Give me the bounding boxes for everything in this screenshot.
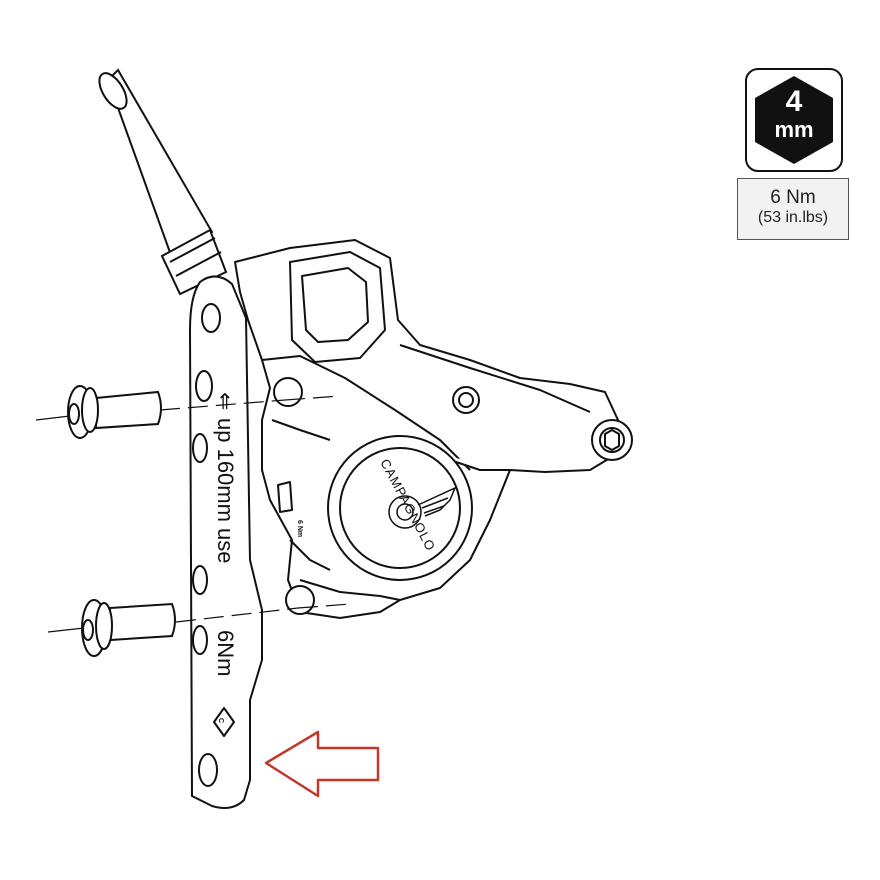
campagnolo-logo <box>388 486 457 529</box>
tool-size-number: 4 <box>785 85 803 118</box>
plate-logo-mark: C <box>217 718 224 723</box>
plate-direction-marker: ⇐ <box>213 392 238 410</box>
torque-imperial: (53 in.lbs) <box>757 209 829 226</box>
torque-value: 6 Nm <box>770 187 816 208</box>
mounting-bolt-lower <box>81 599 176 657</box>
brake-hose <box>98 68 228 296</box>
indicator-arrow <box>264 730 380 798</box>
plate-torque-text: 6Nm <box>213 630 238 676</box>
plate-direction-text: up 160mm use <box>213 418 238 564</box>
mounting-bolt-upper <box>67 385 162 439</box>
caliper-torque-label: 6 Nm <box>296 520 303 537</box>
brake-caliper <box>234 239 633 619</box>
tool-size-unit: mm <box>774 117 814 142</box>
adapter-plate <box>189 275 263 809</box>
hex-key-icon <box>745 68 843 172</box>
torque-spec-box: 6 Nm (53 in.lbs) <box>737 178 849 240</box>
bolt-axis-lines <box>35 395 351 633</box>
